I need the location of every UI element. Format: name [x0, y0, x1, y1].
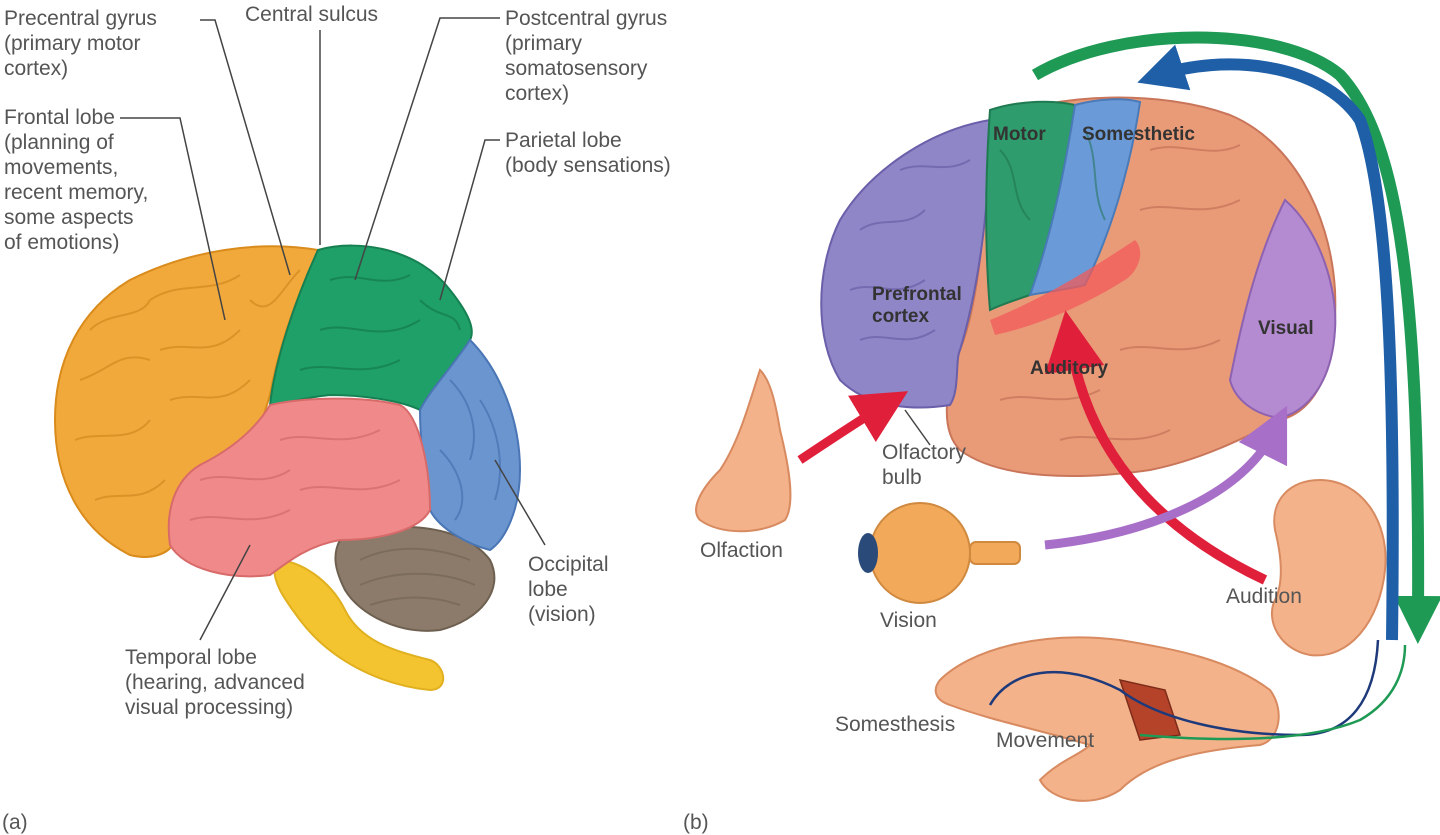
cerebellum — [334, 525, 496, 632]
auditory-highlight — [990, 240, 1141, 335]
frontal-lobe — [53, 245, 320, 558]
hand-illustration — [934, 636, 1280, 802]
olfaction-label: Olfaction — [700, 539, 783, 562]
visual-arrow — [1044, 405, 1288, 550]
panel-a-leader-lines — [120, 17, 546, 641]
blue-somesthetic-arrow — [1137, 44, 1399, 641]
panel-b-brain — [820, 96, 1337, 477]
visual-label: Visual — [1258, 318, 1314, 339]
motor-nerve — [1139, 644, 1407, 741]
somesthetic-label: Somesthetic — [1082, 124, 1195, 145]
green-motor-arrow — [1031, 31, 1440, 644]
auditory-label: Auditory — [1030, 358, 1109, 379]
central-sulcus-label: Central sulcus — [245, 3, 379, 26]
brainstem — [273, 558, 445, 692]
ear-illustration — [1270, 478, 1387, 657]
olfaction-arrow — [797, 391, 909, 464]
somesthesis-label: Somesthesis — [835, 713, 956, 736]
panel-b-tag: (b) — [683, 811, 709, 834]
nose-illustration — [695, 368, 792, 533]
hand-muscle — [1118, 678, 1182, 741]
panel-a-brain — [53, 244, 522, 692]
panel-a-tag: (a) — [2, 811, 28, 834]
eye-illustration — [858, 502, 1021, 604]
olfactory-bulb-leader — [904, 409, 931, 446]
motor-label: Motor — [993, 124, 1046, 145]
movement-label: Movement — [996, 729, 1095, 752]
audition-label: Audition — [1226, 585, 1302, 608]
temporal-lobe — [167, 397, 432, 578]
auditory-arrow — [1044, 310, 1268, 585]
sensory-nerve — [988, 639, 1380, 737]
parietal-lobe-label: Parietal lobe(body sensations) — [505, 129, 671, 177]
vision-label: Vision — [880, 609, 937, 632]
